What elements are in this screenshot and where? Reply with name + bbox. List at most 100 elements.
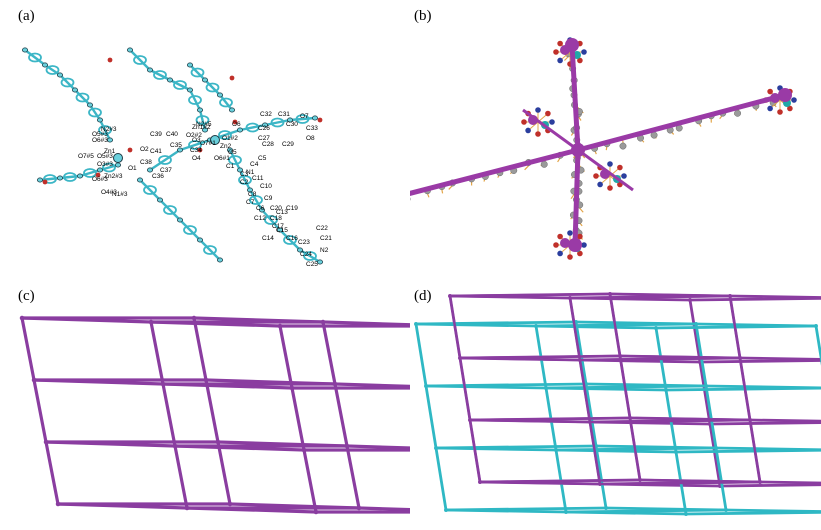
atom-label: O5#3 [92,131,108,138]
net-edge [345,444,410,450]
net-edge [424,382,588,388]
net-edge [748,418,762,484]
net-edge [694,322,708,388]
net-edge [588,418,752,424]
bond [159,199,181,221]
atom [186,87,193,93]
net-edge [688,298,702,364]
atom [226,147,233,153]
net-edge [608,292,622,358]
bond [228,149,242,171]
net-edge [698,359,821,364]
oxygen-atom [577,250,583,257]
atom-label: C22 [316,225,328,232]
aromatic-ring [249,195,263,205]
net-edge [708,422,722,488]
oxygen-atom [553,242,559,248]
atom-label: C6 [256,205,265,212]
atom-label: C23 [298,239,310,246]
aromatic-ring [238,175,252,185]
net-node [748,418,752,422]
single-network-topology [19,315,410,515]
oxygen-atom [777,109,783,115]
atom [228,107,235,113]
bond [239,123,266,132]
net-node [628,416,632,420]
net-node [313,509,319,515]
net-node [356,505,362,511]
bond [179,138,211,152]
aromatic-ring [205,82,220,93]
atom-label: C29 [282,141,294,148]
bond [39,176,61,182]
atom-label: C35 [170,142,182,149]
oxygen-atom [617,164,623,171]
aromatic-ring [60,77,75,88]
bond [261,209,281,231]
oxygen-atom [95,172,101,178]
net-node [724,508,728,512]
net-edge [724,508,821,513]
atom-label: O5 [228,149,237,156]
atom-label: N2#3 [101,126,117,133]
net-node [414,322,418,326]
net-edge [149,320,165,386]
net-edge [357,506,410,512]
oxygen-atom [232,119,238,125]
oxygen-atom [127,147,133,153]
net-edge [161,382,177,448]
bond [59,174,81,180]
carbon-atom [619,142,627,150]
net-edge [698,360,712,426]
atom [216,92,223,98]
atom-label: O5#3 [97,153,113,160]
oxygen-atom [557,233,563,240]
atom [276,227,283,233]
net-node [604,506,608,510]
atom-label: N2#5 [196,121,212,128]
net-node [203,377,209,383]
net-node [654,326,658,330]
atom-label: Zn2 [220,143,232,150]
aromatic-ring [270,117,285,128]
atom-label: C19 [286,205,298,212]
net-node [215,439,221,445]
nitrogen-atom [557,57,563,64]
atom-label: C27 [258,135,270,142]
net-node [738,356,742,360]
net-node [568,296,572,300]
bond [74,89,91,106]
atom-label: C13 [276,209,288,216]
net-node [184,505,190,511]
net-edge [748,418,821,423]
panel-c: (c) [0,280,410,530]
atom-label: O3#3 [97,161,113,168]
atom-label: C9 [264,195,273,202]
atom-label: O8 [306,135,315,142]
atom-label: C26 [258,125,270,132]
atom-label: Zn1 [104,148,116,155]
net-edge [290,386,306,452]
net-node [694,322,698,326]
panel-c-label: (c) [18,288,35,304]
net-node [344,443,350,449]
oxygen-atom [535,131,541,137]
interpenetrated-network-topology [414,292,821,516]
atom-label: C4 [250,161,259,168]
net-node [424,384,428,388]
bond [199,239,221,261]
atom-label: Zn1#2 [192,124,211,131]
node-link [569,42,581,153]
atom-label: C3 [240,171,249,178]
net-node [55,501,61,507]
atom-label: C1 [226,163,235,170]
net-node [320,319,326,325]
net-node [191,315,197,321]
atom-label: C21 [320,235,332,242]
net-edge [333,382,349,448]
aromatic-ring [163,205,177,215]
net-node [43,439,49,445]
atom [156,197,163,203]
atom-label: C39 [150,131,162,138]
